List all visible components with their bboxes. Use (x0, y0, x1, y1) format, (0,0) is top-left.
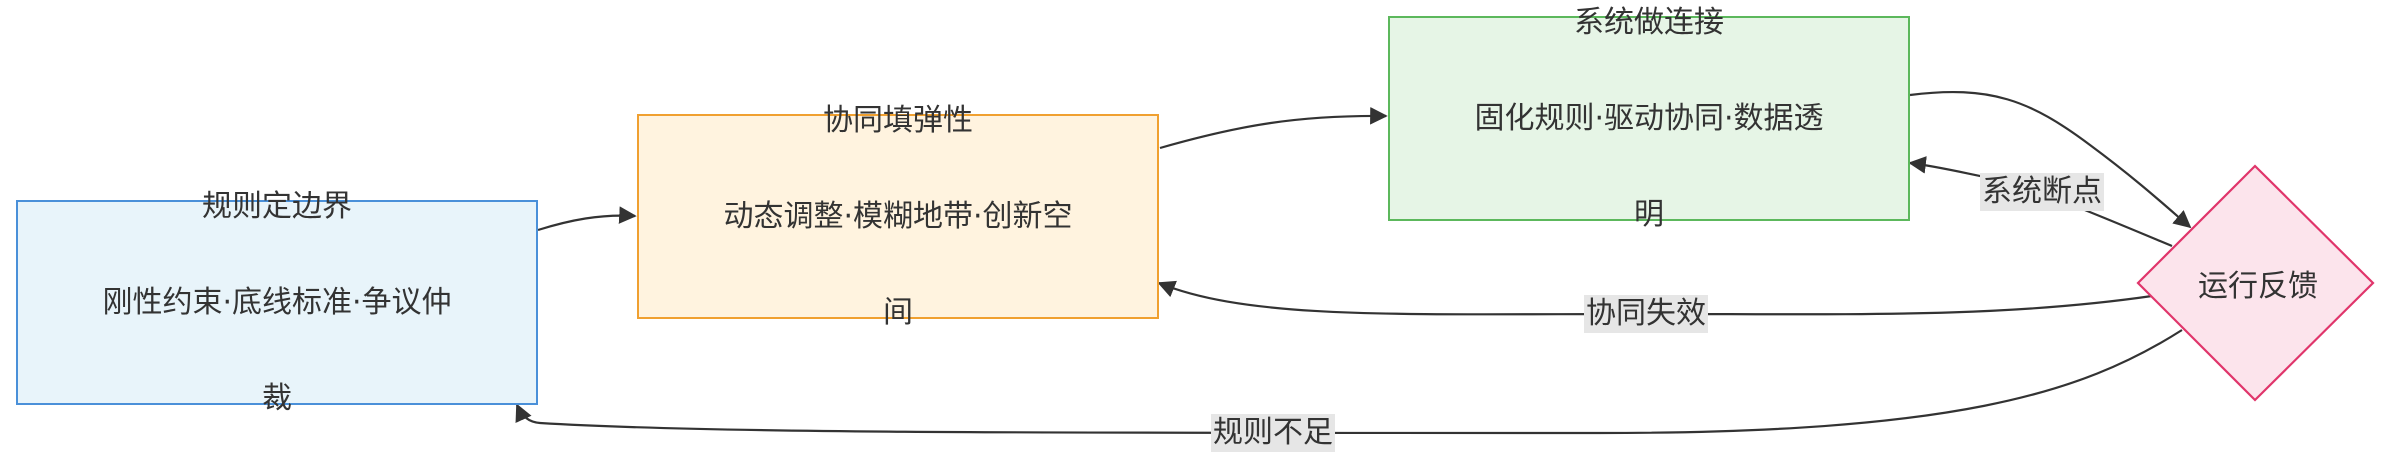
node-rules-boundary: 规则定边界 刚性约束·底线标准·争议仲 裁 (16, 189, 538, 416)
node-collab-title: 协同填弹性 (822, 102, 973, 138)
node-system-connect: 系统做连接 固化规则·驱动协同·数据透 明 (1388, 5, 1910, 232)
edge-label-system-break: 系统断点 (1980, 173, 2104, 211)
node-system-text: 系统做连接 固化规则·驱动协同·数据透 明 (1474, 0, 1823, 287)
feedback-diamond (2136, 164, 2375, 402)
node-collab-flex: 协同填弹性 动态调整·模糊地带·创新空 间 (637, 103, 1159, 330)
edge-collab-to-system (1159, 107, 1388, 150)
node-feedback-label: 运行反馈 (2198, 269, 2318, 304)
node-collab-text: 协同填弹性 动态调整·模糊地带·创新空 间 (723, 49, 1072, 385)
edge-rules-to-collab (537, 206, 637, 232)
node-collab-line3: 间 (882, 294, 913, 330)
node-rules-line3: 裁 (261, 380, 292, 416)
edge-system-to-feedback (1909, 90, 2192, 229)
node-system-title: 系统做连接 (1573, 4, 1724, 40)
node-rules-title: 规则定边界 (201, 188, 352, 224)
node-system-line3: 明 (1633, 196, 1664, 232)
edge-label-collab-fail: 协同失效 (1584, 295, 1708, 333)
node-rules-line2: 刚性约束·底线标准·争议仲 (102, 284, 452, 320)
node-system-line2: 固化规则·驱动协同·数据透 (1474, 100, 1824, 136)
node-collab-line2: 动态调整·模糊地带·创新空 (723, 198, 1073, 234)
node-rules-text: 规则定边界 刚性约束·底线标准·争议仲 裁 (102, 135, 451, 471)
edge-label-rules-lack: 规则不足 (1211, 414, 1335, 452)
